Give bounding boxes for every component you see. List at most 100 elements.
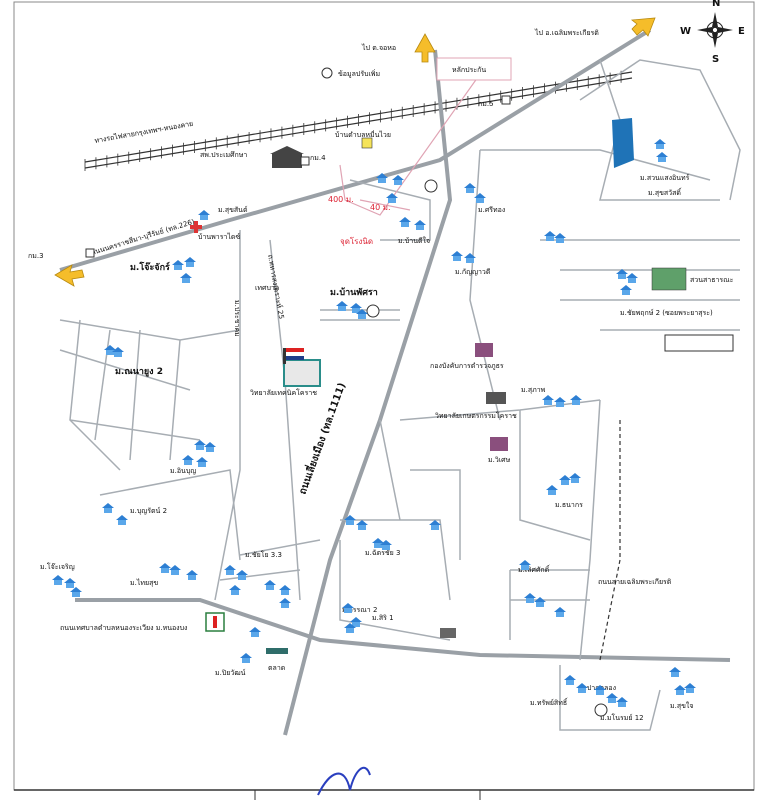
house-icon	[554, 233, 566, 243]
compass-e: E	[738, 26, 745, 37]
km3-marker	[85, 248, 95, 258]
house-icon	[474, 193, 486, 203]
house-icon	[336, 301, 348, 311]
svg-text:ม.เลิศศักดิ์: ม.เลิศศักดิ์	[518, 564, 551, 574]
lot-box	[664, 334, 734, 352]
arrow-northeast-label: ไป อ.เฉลิมพระเกียรติ	[534, 28, 599, 37]
compass-s: S	[712, 54, 719, 65]
house-icon	[669, 667, 681, 677]
map-frame	[13, 1, 755, 791]
house-icon	[542, 395, 554, 405]
svg-text:ม.อินบุญ: ม.อินบุญ	[170, 467, 196, 475]
house-icon	[186, 570, 198, 580]
house-icon	[264, 580, 276, 590]
house-icon	[240, 653, 252, 663]
house-icon	[102, 503, 114, 513]
house-icon	[654, 139, 666, 149]
house-icon	[159, 563, 171, 573]
svg-text:ม.ฉัตรชัย 3: ม.ฉัตรชัย 3	[365, 549, 400, 557]
house-icon	[52, 575, 64, 585]
svg-text:ม.โจ๊ะจักร์: ม.โจ๊ะจักร์	[130, 261, 170, 273]
house-icon	[570, 395, 582, 405]
svg-text:ม.ศรีทอง: ม.ศรีทอง	[478, 206, 505, 214]
km4-marker	[300, 156, 310, 166]
house-icon	[392, 175, 404, 185]
north-arrow-up	[414, 33, 436, 63]
house-icon	[380, 540, 392, 550]
svg-text:ม.ธนากร: ม.ธนากร	[555, 501, 583, 509]
svg-text:วิทยาลัยเกษตรกรรมโคราช: วิทยาลัยเกษตรกรรมโคราช	[435, 411, 517, 420]
house-icon	[559, 475, 571, 485]
house-icon	[569, 473, 581, 483]
svg-text:สวนสาธารณะ: สวนสาธารณะ	[690, 276, 734, 284]
house-icon	[534, 597, 546, 607]
house-icon	[204, 442, 216, 452]
svg-text:เทศบาล: เทศบาล	[255, 284, 279, 292]
house-icon	[344, 515, 356, 525]
compass-n: N	[712, 0, 720, 9]
house-icon	[684, 683, 696, 693]
svg-text:ม.ไทยสุข: ม.ไทยสุข	[130, 578, 158, 587]
arrow-west-label: กม.3	[28, 252, 44, 260]
house-icon	[626, 273, 638, 283]
house-icon	[429, 520, 441, 530]
house-icon	[224, 565, 236, 575]
svg-text:ม.บ้านดีใจ: ม.บ้านดีใจ	[398, 236, 430, 245]
svg-text:ม.บุญรัตน์ 2: ม.บุญรัตน์ 2	[130, 507, 167, 515]
arrow-west	[54, 264, 85, 287]
arrow-north-label: ไป ต.จอหอ	[361, 43, 396, 52]
house-icon	[236, 570, 248, 580]
svg-text:ม.มโนรมย์ 12: ม.มโนรมย์ 12	[600, 713, 644, 722]
temple-icon	[440, 628, 456, 638]
market-icon	[266, 648, 288, 654]
dashed-road	[599, 420, 621, 661]
house-icon	[279, 585, 291, 595]
distance-lines	[339, 59, 491, 216]
house-icon	[356, 309, 368, 319]
svg-text:สพ.ประเมศึกษา: สพ.ประเมศึกษา	[200, 150, 247, 159]
house-icon	[344, 623, 356, 633]
marker-1	[424, 179, 438, 193]
svg-text:ม.ชัยโย 3.3: ม.ชัยโย 3.3	[245, 550, 282, 559]
legend-label: ข้อมูลปรับเพิ่ม	[338, 69, 380, 78]
house-icon	[564, 675, 576, 685]
house-icon	[180, 273, 192, 283]
house-icon	[519, 560, 531, 570]
house-icon	[546, 485, 558, 495]
house-icon	[350, 303, 362, 313]
house-icon	[350, 617, 362, 627]
police-station-icon	[475, 343, 493, 357]
svg-text:ม.สวนแสงอินทร์: ม.สวนแสงอินทร์	[640, 174, 690, 182]
svg-text:กม.4: กม.4	[310, 154, 326, 162]
svg-text:ม.ณนายูง 2: ม.ณนายูง 2	[115, 367, 163, 377]
house-icon	[198, 210, 210, 220]
house-icon	[656, 152, 668, 162]
house-icon	[544, 231, 556, 241]
svg-text:ม.สุขสันต์: ม.สุขสันต์	[218, 206, 248, 214]
house-icon	[194, 440, 206, 450]
college-building-icon	[486, 392, 506, 404]
cooperative-building-icon	[490, 437, 508, 451]
marker-2	[366, 304, 380, 318]
svg-text:ม.บ้านพัศรา: ม.บ้านพัศรา	[330, 287, 378, 298]
house-icon	[342, 603, 354, 613]
house-icon	[116, 515, 128, 525]
svg-text:ม.ชัยพฤกษ์ 2 (ซอยพระยาสุระ): ม.ชัยพฤกษ์ 2 (ซอยพระยาสุระ)	[620, 309, 713, 317]
house-icon	[104, 345, 116, 355]
callout-box	[436, 57, 512, 81]
signature	[317, 766, 371, 796]
house-icon	[616, 697, 628, 707]
svg-text:ม.สุขใจ: ม.สุขใจ	[670, 701, 693, 710]
house-icon	[182, 455, 194, 465]
house-icon	[616, 269, 628, 279]
house-icon	[249, 627, 261, 637]
svg-text:ม.ทรัพย์สิทธิ์: ม.ทรัพย์สิทธิ์	[530, 697, 568, 707]
compass-icon	[697, 12, 733, 48]
pond	[612, 118, 634, 168]
svg-text:บ้านพาราไดซ์: บ้านพาราไดซ์	[198, 232, 240, 241]
house-icon	[356, 520, 368, 530]
government-building-icon	[283, 359, 321, 387]
house-icon	[451, 251, 463, 261]
house-icon	[464, 183, 476, 193]
